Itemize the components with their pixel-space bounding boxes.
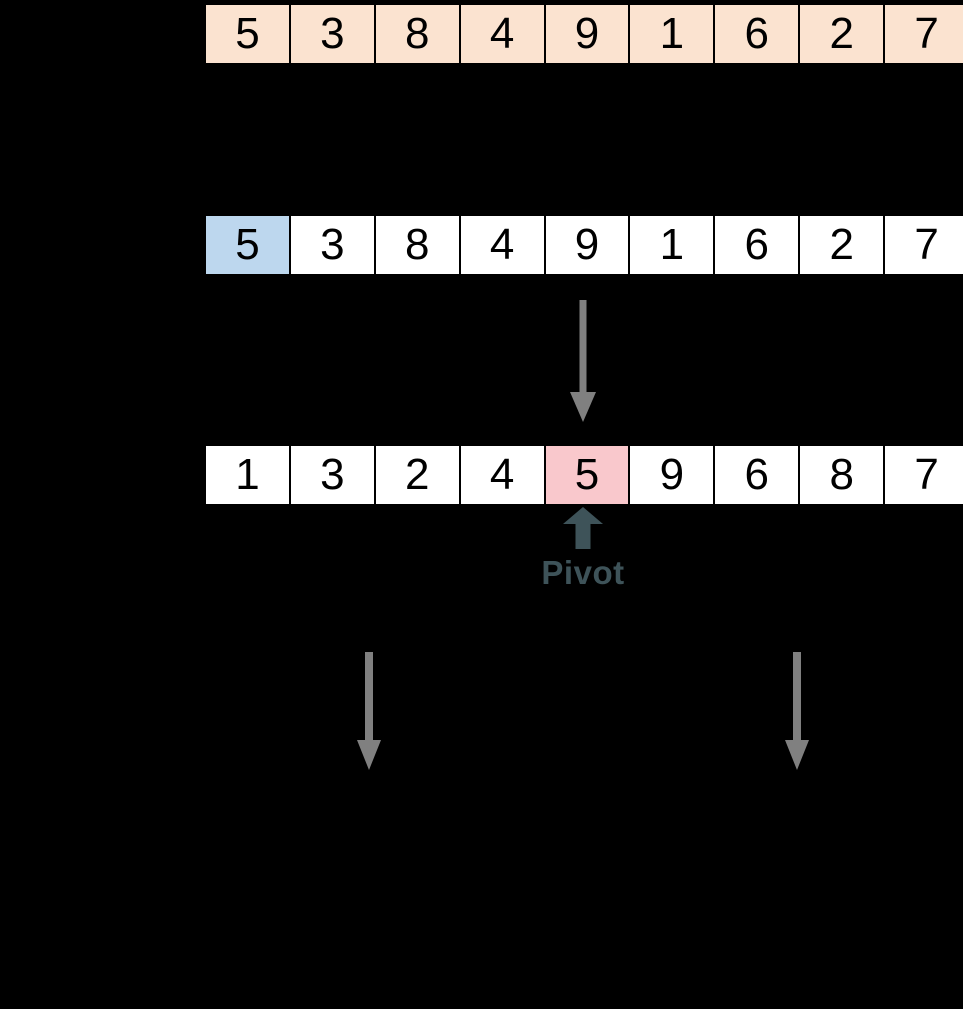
array-cell: 4	[458, 3, 546, 65]
array-cell: 9	[543, 214, 631, 276]
array-cell: 4	[458, 214, 546, 276]
array-cell: 8	[373, 214, 461, 276]
array-row-pivot-selected: 5 3 8 4 9 1 6 2 7	[204, 214, 963, 276]
array-cell-pivot: 5	[543, 444, 631, 506]
array-cell: 5	[204, 3, 291, 65]
down-arrow-icon	[357, 652, 381, 770]
array-cell: 8	[373, 3, 461, 65]
array-cell: 1	[204, 444, 291, 506]
array-cell: 2	[798, 3, 886, 65]
array-cell-selected: 5	[204, 214, 291, 276]
array-row-partitioned: 1 3 2 4 5 9 6 8 7	[204, 444, 963, 506]
array-cell: 7	[883, 444, 963, 506]
array-cell: 1	[628, 214, 716, 276]
array-cell: 9	[628, 444, 716, 506]
pivot-label: Pivot	[541, 554, 625, 591]
array-cell: 6	[713, 444, 801, 506]
down-arrow-icon	[785, 652, 809, 770]
array-cell: 7	[883, 3, 963, 65]
array-cell: 4	[458, 444, 546, 506]
array-row-initial: 5 3 8 4 9 1 6 2 7	[204, 3, 963, 65]
array-cell: 8	[798, 444, 886, 506]
array-cell: 1	[628, 3, 716, 65]
pivot-up-arrow-icon	[563, 507, 603, 549]
array-cell: 2	[373, 444, 461, 506]
array-cell: 2	[798, 214, 886, 276]
array-cell: 3	[288, 3, 376, 65]
down-arrow-icon	[570, 300, 596, 422]
array-cell: 9	[543, 3, 631, 65]
array-cell: 3	[288, 214, 376, 276]
array-cell: 7	[883, 214, 963, 276]
array-cell: 6	[713, 214, 801, 276]
array-cell: 6	[713, 3, 801, 65]
array-cell: 3	[288, 444, 376, 506]
